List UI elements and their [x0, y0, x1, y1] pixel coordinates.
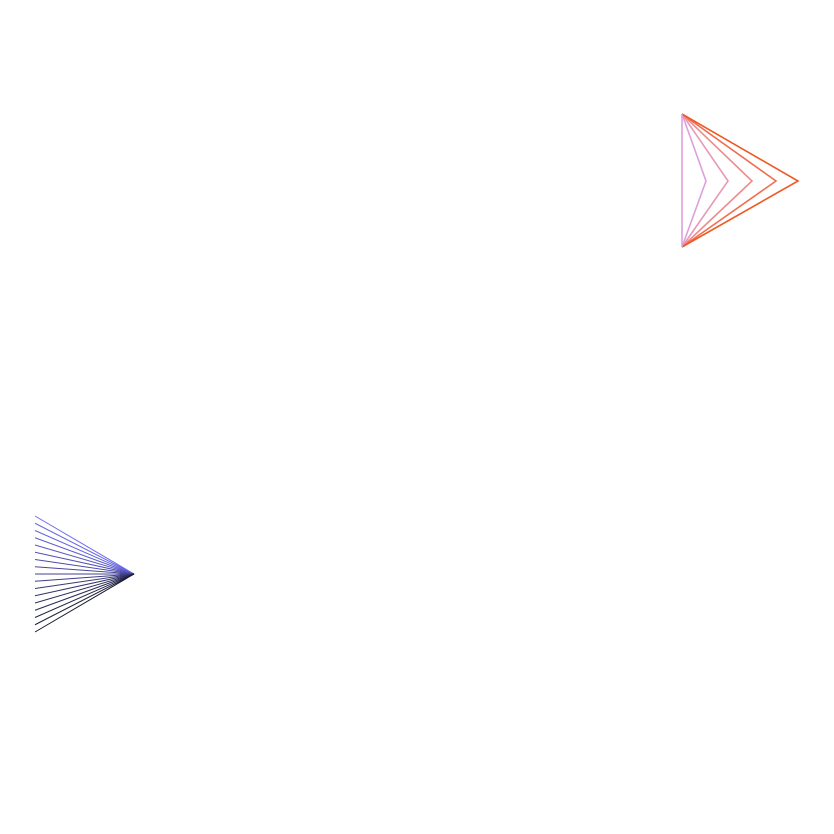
warm-nested-chevrons: [681, 113, 800, 248]
blue-line-fan: [34, 515, 135, 633]
fan-line: [34, 573, 135, 597]
fan-line: [34, 551, 135, 575]
fan-line: [34, 559, 135, 575]
fan-line: [34, 573, 135, 626]
chevron-line: [681, 113, 707, 248]
fan-line: [34, 537, 135, 575]
fan-line: [34, 544, 135, 575]
fan-line: [34, 573, 135, 611]
fan-line: [34, 566, 135, 575]
chevron-line: [681, 113, 800, 248]
fan-line: [34, 573, 135, 582]
fan-line: [34, 573, 135, 604]
chevron-line: [681, 113, 754, 248]
chevron-line: [681, 113, 729, 248]
fan-line: [34, 522, 135, 575]
fan-line: [34, 530, 135, 575]
fan-line: [34, 573, 135, 589]
fan-line: [34, 573, 135, 633]
fan-line: [34, 515, 135, 575]
fan-line: [34, 573, 135, 618]
chevron-line: [681, 113, 778, 248]
